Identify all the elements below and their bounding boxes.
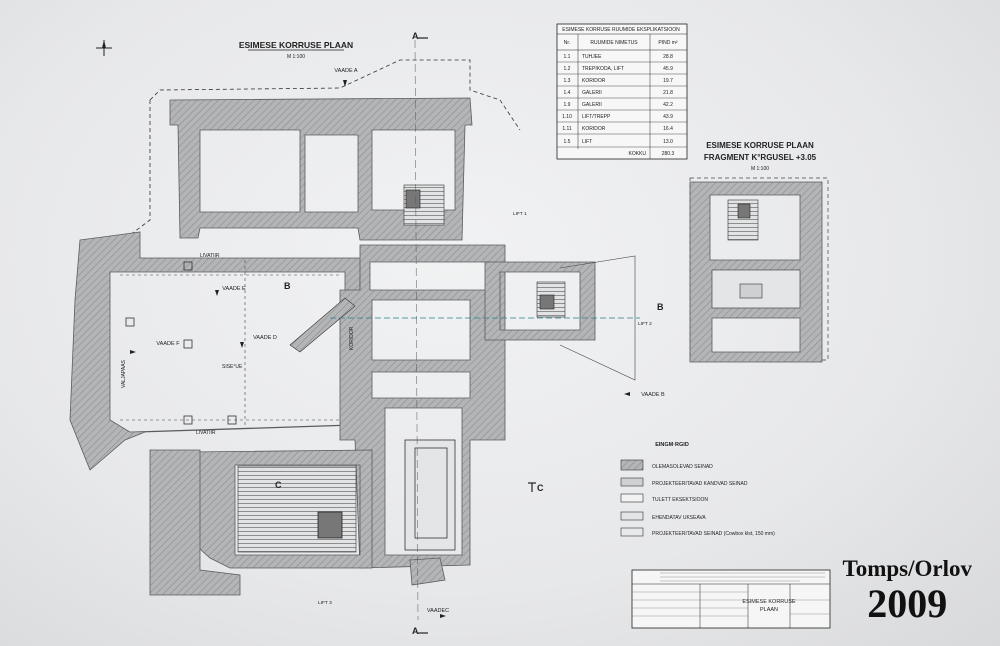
section-mark-b-left: B <box>284 281 291 291</box>
view-label-e: VAADE E <box>222 286 246 292</box>
table-title: ESIMESE KORRUSE RUUMIDE EKSPLIKATSIOON <box>562 27 680 33</box>
legend-title: EINGM·RGID <box>655 442 689 448</box>
table-row-nr: 1.10 <box>562 114 572 120</box>
table-row-nr: 1.5 <box>564 139 571 145</box>
fragment-scale: M 1:100 <box>751 166 769 172</box>
table-row-area: 13.0 <box>663 139 673 145</box>
table-header-area: PIND m² <box>658 40 678 46</box>
site-boundary <box>109 59 521 251</box>
room-label-south: LIVATIIR <box>196 430 216 436</box>
table-row-name: KORIDOR <box>582 126 606 132</box>
title-block: ESIMESE KORRUSE PLAAN <box>631 569 831 629</box>
lift-1-shaft <box>405 189 421 209</box>
fragment-plan <box>689 177 829 363</box>
lift-2-shaft <box>539 294 555 310</box>
section-mark-c-right: C <box>537 483 544 493</box>
section-line-a <box>414 39 419 621</box>
section-mark-a-bottom: A <box>412 626 419 636</box>
table-row-area: 42.2 <box>663 102 673 108</box>
table-row-name: LIFT/TREPP <box>582 114 611 120</box>
table-row-name: GALERII <box>582 102 602 108</box>
legend-item: TULETT EKSEKTSIOON <box>652 497 708 503</box>
table-row-area: 28.8 <box>663 54 673 60</box>
table-total-value: 280.3 <box>662 151 675 157</box>
table-total-label: KOKKU <box>628 151 646 157</box>
north-arrow-icon <box>96 40 112 56</box>
table-row-name: TUHJEE <box>582 54 602 60</box>
table-row-area: 45.9 <box>663 66 673 72</box>
section-mark-b-right: B <box>657 302 664 312</box>
ramp <box>289 297 356 353</box>
table-row-nr: 1.9 <box>564 102 571 108</box>
atrium <box>404 439 456 551</box>
lift-2-label: LIFT 2 <box>638 321 652 327</box>
view-label-b: VAADE B <box>641 392 665 398</box>
room-label-corridor: KORIDOR <box>349 326 355 350</box>
table-row-nr: 1.1 <box>564 54 571 60</box>
table-row-name: TREPIKODA, LIFT <box>582 66 624 72</box>
lift-3-label: LIFT 3 <box>318 600 332 606</box>
columns <box>125 261 237 425</box>
table-row-nr: 1.11 <box>562 126 572 132</box>
grand-staircase <box>237 465 357 553</box>
lift-3-shaft <box>317 511 343 539</box>
table-row-nr: 1.3 <box>564 78 571 84</box>
table-row-area: 16.4 <box>663 126 673 132</box>
table-row-name: LIFT <box>582 139 592 145</box>
plan-title: ESIMESE KORRUSE PLAAN <box>239 40 353 50</box>
author-name: Tomps/Orlov <box>842 556 972 581</box>
legend-item: PROJEKTEERITAVAD KANDVAD SEINAD <box>652 481 748 487</box>
room-label-hall: SISE°UE <box>222 364 243 370</box>
section-mark-a-top: A <box>412 31 419 41</box>
author-year: 2009 <box>867 581 948 626</box>
author-signature: Tomps/Orlov 2009 <box>842 556 972 626</box>
table-row-area: 43.9 <box>663 114 673 120</box>
table-row-area: 19.7 <box>663 78 673 84</box>
fragment-title-line2: FRAGMENT K°RGUSEL +3.05 <box>704 153 817 162</box>
legend-item: OLEMASOLEVAD SEINAD <box>652 464 713 470</box>
drawing-name-line1: ESIMESE KORRUSE <box>742 599 796 605</box>
table-row-name: GALERII <box>582 90 602 96</box>
fragment-title-line1: ESIMESE KORRUSE PLAAN <box>706 141 814 150</box>
section-mark-c-left: C <box>275 480 282 490</box>
table-row-name: KORIDOR <box>582 78 606 84</box>
room-label-exit: VALJAPAAS <box>121 359 127 388</box>
view-label-f: VAADE F <box>156 341 180 347</box>
table-row-area: 21.8 <box>663 90 673 96</box>
view-label-d: VAADE D <box>253 335 277 341</box>
legend: EINGM·RGID OLEMASOLEVAD SEINAD PROJEKTEE… <box>620 442 775 537</box>
lift-1-label: LIFT 1 <box>513 211 527 217</box>
room-schedule-table: ESIMESE KORRUSE RUUMIDE EKSPLIKATSIOON N… <box>556 23 688 160</box>
table-row-nr: 1.2 <box>564 66 571 72</box>
table-header-name: RUUMIDE NIMETUS <box>590 40 638 46</box>
table-header-nr: Nr. <box>564 40 570 46</box>
legend-item: EHENDATAV UKSEAVA <box>652 515 706 521</box>
room-label-north: LIVATIIR <box>200 253 220 259</box>
view-label-a: VAADE A <box>334 68 357 74</box>
plan-scale: M 1:100 <box>287 54 305 60</box>
table-row-nr: 1.4 <box>564 90 571 96</box>
legend-item: PROJEKTEERITAVAD SEINAD (Cowbox klst, 15… <box>652 531 775 537</box>
existing-walls <box>69 97 596 596</box>
drawing-name-line2: PLAAN <box>760 607 778 613</box>
view-label-c: VAADEC <box>427 608 449 614</box>
